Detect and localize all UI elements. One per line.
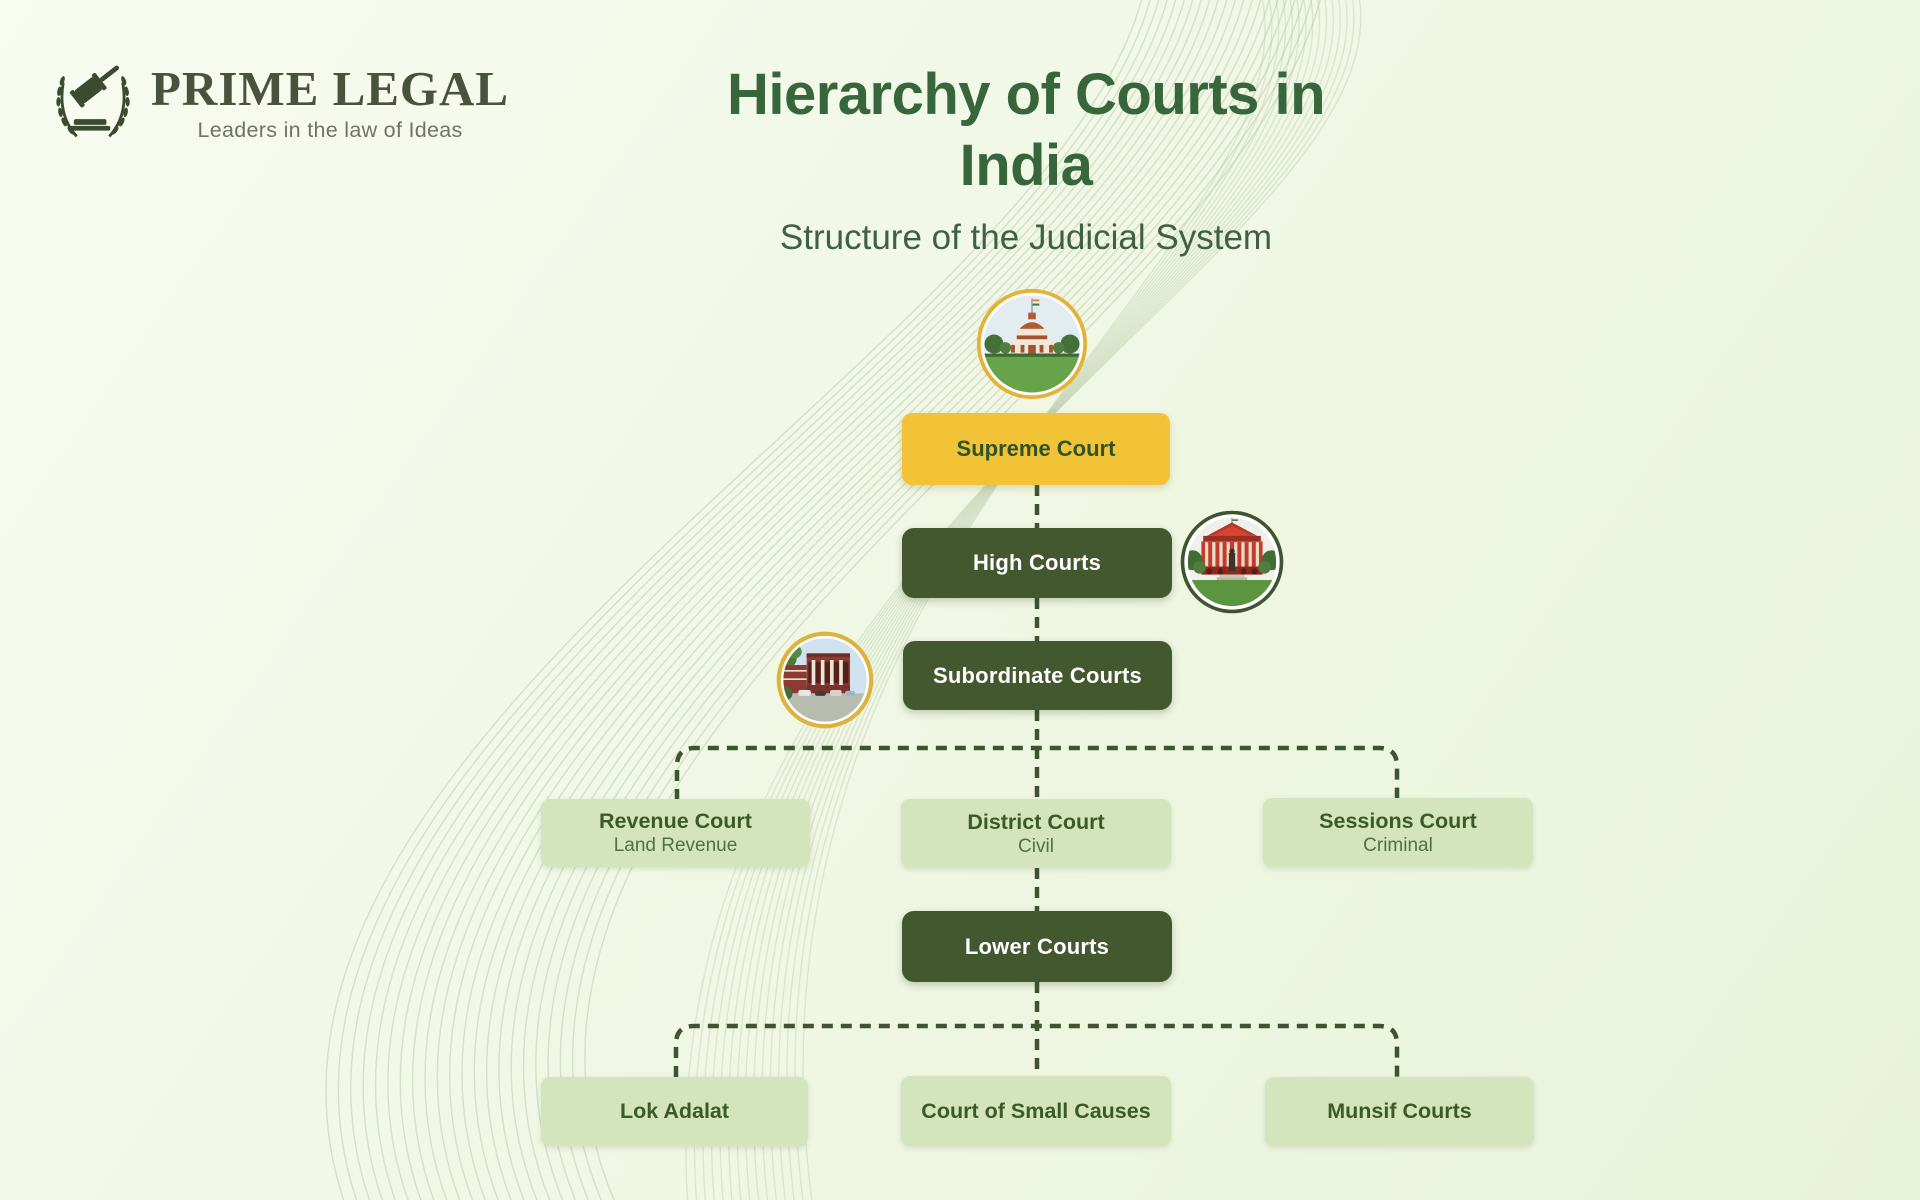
supreme-court-building-photo (976, 288, 1088, 400)
brand-name: PRIME LEGAL (151, 61, 510, 116)
connector-subordinate-branches-rail (674, 745, 1400, 800)
node-title: Lok Adalat (619, 1099, 730, 1124)
node-sessions-court: Sessions Court Criminal (1263, 798, 1533, 867)
node-title: Sessions Court (1319, 808, 1477, 833)
node-munsif-courts: Munsif Courts (1265, 1077, 1534, 1146)
node-district-court: District Court Civil (901, 799, 1171, 868)
high-court-building-photo (1180, 510, 1284, 614)
node-title: Court of Small Causes (921, 1098, 1151, 1123)
laurel-wreath-gavel-icon (56, 65, 130, 138)
node-title: District Court (967, 809, 1105, 834)
page-title-line1: Hierarchy of Courts in (726, 62, 1326, 127)
node-title: Revenue Court (599, 809, 752, 834)
node-label: Lower Courts (964, 933, 1110, 959)
page-subtitle: Structure of the Judicial System (779, 217, 1273, 257)
header: Hierarchy of Courts in India Structure o… (526, 60, 1526, 258)
node-high-courts: High Courts (902, 528, 1172, 598)
node-title: Munsif Courts (1327, 1099, 1472, 1124)
subordinate-court-building-photo (776, 631, 874, 729)
node-label: Subordinate Courts (933, 662, 1142, 688)
connector-lower-branches-rail (673, 1023, 1400, 1077)
brand-tagline: Leaders in the law of Ideas (197, 118, 463, 142)
node-subtitle: Land Revenue (613, 835, 738, 857)
node-supreme-court: Supreme Court (902, 413, 1170, 485)
brand-logo: PRIME LEGAL Leaders in the law of Ideas (45, 50, 509, 146)
node-label: High Courts (972, 550, 1102, 575)
node-subtitle: Civil (1018, 835, 1054, 857)
node-subtitle: Criminal (1363, 834, 1433, 856)
page-title-line2: India (959, 132, 1093, 198)
node-revenue-court: Revenue Court Land Revenue (541, 799, 810, 867)
node-label: Supreme Court (956, 436, 1116, 461)
node-subordinate-courts: Subordinate Courts (903, 641, 1172, 710)
node-court-of-small-causes: Court of Small Causes (901, 1076, 1171, 1146)
node-lok-adalat: Lok Adalat (541, 1077, 808, 1146)
node-lower-courts: Lower Courts (902, 911, 1172, 982)
